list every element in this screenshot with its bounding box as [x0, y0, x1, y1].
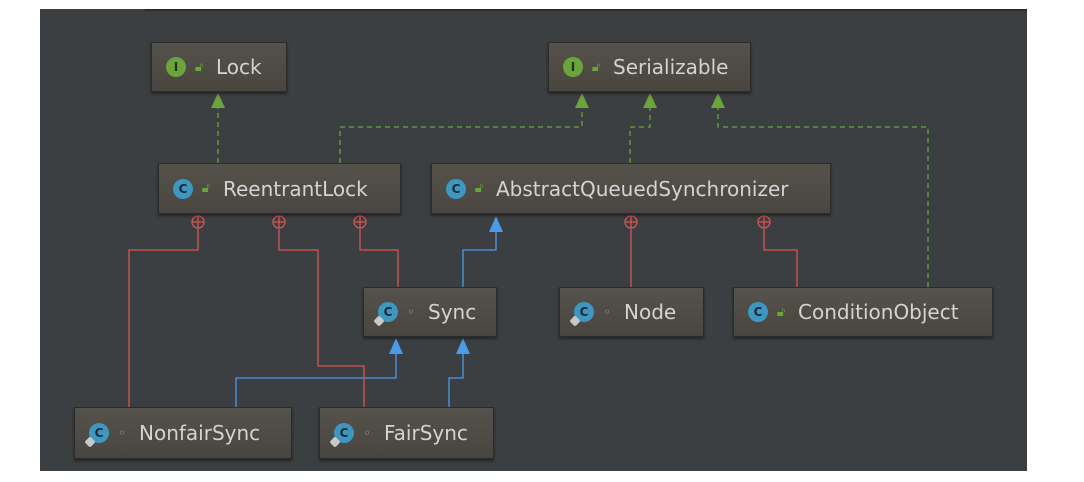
node-serializable[interactable]: I 🔓︎ Serializable	[548, 42, 751, 92]
node-label: AbstractQueuedSynchronizer	[496, 176, 789, 201]
class-icon: C	[173, 178, 193, 199]
edge-sync-reentrantlock	[359, 229, 399, 287]
edge-nonfairsync-reentrantlock	[128, 229, 199, 407]
edge-conditionobject-aqs	[763, 229, 798, 287]
arrowhead-sync-1	[389, 338, 403, 354]
node-fairsync[interactable]: C ◦ FairSync	[319, 407, 494, 459]
extends-arrowheads	[389, 216, 503, 354]
inner-marker-4	[624, 215, 638, 229]
edge-aqs-serializable	[629, 108, 651, 163]
node-abstractqueuedsynchronizer[interactable]: C 🔓︎ AbstractQueuedSynchronizer	[431, 163, 831, 214]
arrowhead-sync-2	[456, 338, 470, 354]
edge-fairsync-reentrantlock	[278, 229, 365, 407]
arrowhead-lock	[211, 93, 225, 108]
interface-icon: I	[166, 57, 186, 77]
arrowhead-serializable-1	[575, 93, 589, 108]
package-private-icon: ◦	[118, 426, 126, 440]
inner-marker-2	[272, 215, 286, 229]
edge-fairsync-sync	[448, 354, 464, 407]
inner-class-icon: C	[378, 302, 398, 322]
implements-edges	[217, 108, 929, 287]
node-label: Sync	[428, 300, 477, 324]
inner-markers	[191, 215, 771, 229]
public-icon: 🔓︎	[474, 181, 484, 196]
edge-nonfairsync-sync	[235, 354, 397, 407]
interface-icon: I	[563, 57, 583, 77]
node-reentrantlock[interactable]: C 🔓︎ ReentrantLock	[158, 163, 401, 214]
canvas-top-border	[145, 9, 1027, 11]
node-label: ConditionObject	[798, 300, 959, 324]
package-private-icon: ◦	[363, 426, 371, 440]
node-label: ReentrantLock	[223, 176, 368, 201]
public-icon: 🔓︎	[591, 59, 601, 75]
node-sync[interactable]: C ◦ Sync	[363, 287, 497, 337]
arrowhead-serializable-3	[711, 93, 725, 108]
public-icon: 🔓︎	[776, 304, 786, 320]
public-icon: 🔓︎	[194, 59, 204, 75]
node-lock[interactable]: I 🔓︎ Lock	[151, 42, 287, 92]
node-label: Lock	[216, 55, 262, 79]
public-icon: 🔓︎	[201, 181, 211, 196]
node-label: FairSync	[384, 421, 468, 445]
extends-edges	[235, 232, 497, 407]
edge-conditionobject-serializable	[717, 108, 929, 287]
inner-marker-3	[353, 215, 367, 229]
arrowhead-serializable-2	[643, 93, 657, 108]
package-private-icon: ◦	[407, 305, 415, 319]
edge-reentrantlock-serializable	[339, 108, 583, 163]
node-label: Node	[624, 300, 677, 324]
node-node[interactable]: C ◦ Node	[559, 287, 704, 337]
inner-class-icon: C	[89, 423, 109, 443]
node-label: Serializable	[613, 55, 729, 79]
inner-marker-1	[191, 215, 205, 229]
inner-class-icon: C	[574, 302, 594, 322]
class-icon: C	[446, 178, 466, 199]
node-nonfairsync[interactable]: C ◦ NonfairSync	[74, 407, 292, 459]
node-conditionobject[interactable]: C 🔓︎ ConditionObject	[733, 287, 993, 337]
package-private-icon: ◦	[603, 305, 611, 319]
implements-arrowheads	[211, 93, 725, 108]
arrowhead-aqs	[489, 216, 503, 232]
edge-sync-aqs	[462, 232, 497, 287]
inner-edges	[128, 229, 798, 407]
inner-marker-5	[757, 215, 771, 229]
inner-class-icon: C	[334, 423, 354, 443]
node-label: NonfairSync	[139, 421, 261, 445]
class-icon: C	[748, 302, 768, 322]
